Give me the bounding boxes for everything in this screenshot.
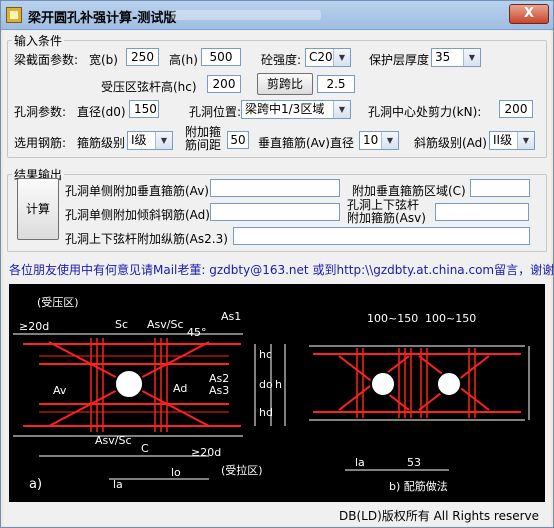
chevron-down-icon[interactable]: ▼ (517, 132, 534, 149)
cover-label: 保护层厚度 (369, 53, 430, 67)
diameter-label: 直径(d0) (77, 105, 126, 119)
extra-spacing-label-1: 附加箍 (185, 125, 222, 139)
window-title: 梁开圆孔补强计算-测试版 (28, 11, 177, 26)
diagonal-grade-label: 斜筋级别(Ad) (414, 136, 487, 150)
chevron-down-icon[interactable]: ▼ (333, 101, 350, 118)
zone-result-field[interactable] (470, 179, 530, 197)
contact-notice: 各位朋友使用中有何意见请Mail老董: gzdbty@163.net 或到htt… (9, 261, 554, 278)
span-ratio-button[interactable]: 剪跨比 (257, 73, 313, 95)
label-tension: (受拉区) (221, 463, 263, 477)
span-ratio-input[interactable]: 2.5 (317, 75, 355, 93)
label-hd: hd (259, 406, 273, 419)
notice-url[interactable]: http:\\gzdbty.at.china.com (336, 263, 495, 277)
label-as1: As1 (221, 310, 241, 323)
chevron-down-icon[interactable]: ▼ (155, 132, 172, 149)
notice-suffix: 留言，谢谢 (494, 263, 554, 277)
chord-height-label: 受压区弦杆高(hc) (101, 80, 197, 94)
diagonal-grade-value: II级 (493, 133, 513, 147)
main-panel: 输入条件 梁截面参数: 宽(b) 250 高(h) 500 砼强度: C20 ▼… (3, 30, 554, 526)
ad-result-label: 孔洞单侧附加倾斜钢筋(Ad) (65, 208, 210, 222)
height-input[interactable]: 500 (201, 48, 241, 66)
label-100-150-a: 100~150 (367, 312, 418, 325)
diameter-input[interactable]: 150 (129, 100, 159, 118)
chevron-down-icon[interactable]: ▼ (381, 132, 398, 149)
label-asv-sc-top: Asv/Sc (147, 318, 184, 331)
shear-input[interactable]: 200 (499, 100, 533, 118)
extra-spacing-input[interactable]: 50 (227, 131, 249, 149)
diagonal-grade-select[interactable]: II级 ▼ (489, 131, 535, 150)
asv-result-field[interactable] (435, 203, 529, 221)
close-button[interactable]: X (509, 4, 549, 24)
hole-params-label: 孔洞参数: (14, 105, 67, 119)
height-label: 高(h) (169, 53, 198, 67)
compress-zone-label: (受压区) (37, 296, 79, 309)
label-20d-left: ≥20d (19, 320, 49, 333)
notice-middle: 或到 (312, 263, 337, 277)
app-icon (6, 7, 22, 23)
vertical-stirrup-dia-select[interactable]: 10 ▼ (359, 131, 399, 150)
label-ad: Ad (173, 382, 187, 395)
vertical-stirrup-dia-value: 10 (363, 133, 379, 147)
label-100-150-b: 100~150 (425, 312, 476, 325)
label-h: h (275, 378, 282, 391)
zone-result-label: 附加垂直箍筋区域(C) (352, 184, 466, 198)
label-53: 53 (407, 456, 421, 469)
label-20d-bottom: ≥20d (191, 446, 221, 459)
as23-result-label: 孔洞上下弦杆附加纵筋(As2.3) (65, 232, 228, 246)
asv-result-label-2: 附加箍筋(Asv) (347, 211, 426, 225)
concrete-label: 砼强度: (261, 53, 302, 67)
chord-height-input[interactable]: 200 (207, 75, 241, 93)
label-c: C (141, 442, 149, 455)
width-input[interactable]: 250 (126, 48, 159, 66)
ad-result-field[interactable] (210, 203, 340, 221)
stirrup-grade-value: I级 (131, 133, 147, 147)
av-result-label: 孔洞单侧附加垂直箍筋(Av) (65, 184, 209, 198)
beam-elevation (13, 333, 286, 480)
label-45: 45° (187, 326, 207, 339)
label-do: do (259, 378, 273, 391)
av-result-field[interactable] (210, 179, 340, 197)
concrete-select[interactable]: C20 ▼ (305, 48, 351, 67)
label-asv-sc-bottom: Asv/Sc (95, 434, 132, 447)
reinforcement-diagram: (受压区) ≥20d Sc Asv/Sc 45° As1 Av Ad As2 A… (9, 284, 545, 502)
chevron-down-icon[interactable]: ▼ (463, 49, 480, 66)
beam-section (309, 345, 530, 471)
copyright-footer: DB(LD)版权所有 All Rights reserve (339, 509, 540, 523)
label-hc: hc (259, 348, 272, 361)
label-b: b) 配筋做法 (389, 479, 448, 493)
label-lo: lo (171, 466, 181, 479)
stirrup-grade-label: 箍筋级别 (77, 136, 126, 150)
label-a: a) (29, 477, 42, 492)
label-as2: As2 (209, 372, 229, 385)
section-params-label: 梁截面参数: (14, 53, 79, 67)
extra-spacing-label-2: 筋间距 (185, 138, 222, 152)
label-la-left: la (113, 478, 123, 491)
notice-email[interactable]: gzdbty@163.net (209, 263, 309, 277)
concrete-select-value: C20 (309, 50, 333, 64)
input-group: 输入条件 (7, 32, 547, 158)
input-group-legend: 输入条件 (14, 34, 63, 48)
shear-label: 孔洞中心处剪力(kN): (368, 105, 482, 119)
width-label: 宽(b) (89, 53, 118, 67)
label-la-right: la (355, 456, 365, 469)
title-bar[interactable]: 梁开圆孔补强计算-测试版 X (1, 1, 553, 30)
vertical-stirrup-dia-label: 垂直箍筋(Av)直径 (258, 136, 354, 150)
title-watermark (171, 10, 321, 20)
label-av: Av (53, 384, 67, 397)
cover-select-value: 35 (435, 50, 451, 64)
hole-position-label: 孔洞位置: (189, 105, 242, 119)
chevron-down-icon[interactable]: ▼ (333, 49, 350, 66)
calculate-button[interactable]: 计算 (17, 178, 59, 240)
asv-result-label-1: 孔洞上下弦杆 (347, 198, 420, 212)
hole-position-select[interactable]: 梁跨中1/3区域 ▼ (241, 100, 351, 119)
rebar-label: 选用钢筋: (14, 136, 67, 150)
stirrup-grade-select[interactable]: I级 ▼ (127, 131, 173, 150)
notice-prefix: 各位朋友使用中有何意见请Mail老董: (9, 263, 206, 277)
cover-select[interactable]: 35 ▼ (431, 48, 481, 67)
hole-position-value: 梁跨中1/3区域 (245, 102, 325, 116)
label-sc: Sc (115, 318, 128, 331)
as23-result-field[interactable] (233, 227, 530, 245)
label-as3: As3 (209, 384, 229, 397)
